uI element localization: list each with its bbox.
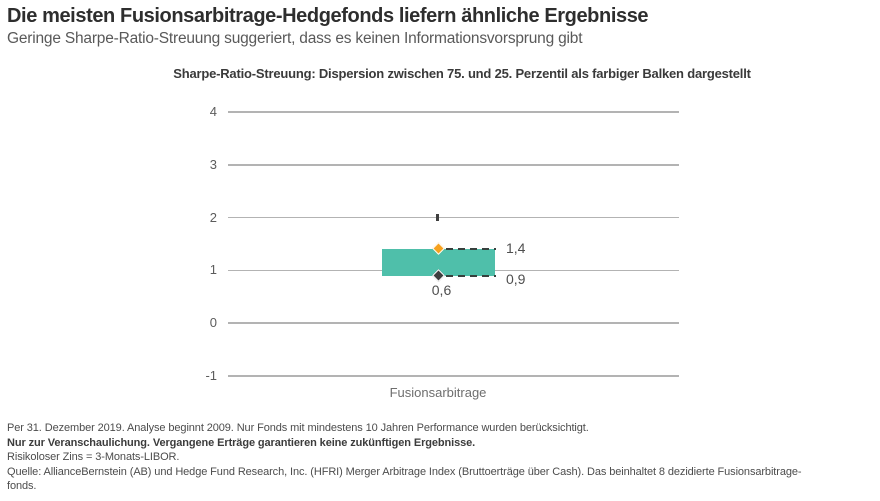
gridline — [228, 375, 679, 377]
y-axis-tick-label: 3 — [209, 156, 217, 172]
value-label: 1,4 — [506, 240, 526, 257]
chart-title: Sharpe-Ratio-Streuung: Dispersion zwisch… — [173, 66, 751, 81]
footnote-line: Nur zur Veranschaulichung. Vergangene Er… — [7, 436, 476, 449]
y-axis-tick-label: 4 — [209, 104, 217, 119]
gridline — [228, 111, 679, 113]
gridline — [228, 164, 679, 166]
footnote-line: Quelle: AllianceBernstein (AB) und Hedge… — [7, 465, 802, 478]
footnote-line: Risikoloser Zins = 3-Monats-LIBOR. — [7, 451, 180, 463]
y-axis-tick-label: 1 — [209, 262, 217, 278]
footnotes: Per 31. Dezember 2019. Analyse beginnt 2… — [7, 421, 877, 494]
y-axis-tick-label: -1 — [205, 368, 217, 383]
footnote-line: fonds. — [7, 480, 37, 492]
x-axis-category-label: Fusionsarbitrage — [389, 385, 487, 400]
footnote-line: Per 31. Dezember 2019. Analyse beginnt 2… — [7, 422, 589, 434]
dispersion-value-label: 0,6 — [431, 281, 452, 298]
gridline — [228, 216, 679, 219]
page-subtitle: Geringe Sharpe-Ratio-Streuung suggeriert… — [7, 30, 583, 47]
dashed-leader-line — [446, 248, 496, 251]
x-axis-tick — [436, 214, 439, 222]
value-label: 0,9 — [506, 270, 526, 287]
y-axis-tick-label: 0 — [209, 315, 217, 331]
y-axis-tick-label: 2 — [209, 209, 217, 225]
page-title: Die meisten Fusionsarbitrage-Hedgefonds … — [7, 5, 649, 27]
dashed-leader-line — [446, 274, 496, 277]
gridline — [228, 322, 679, 324]
